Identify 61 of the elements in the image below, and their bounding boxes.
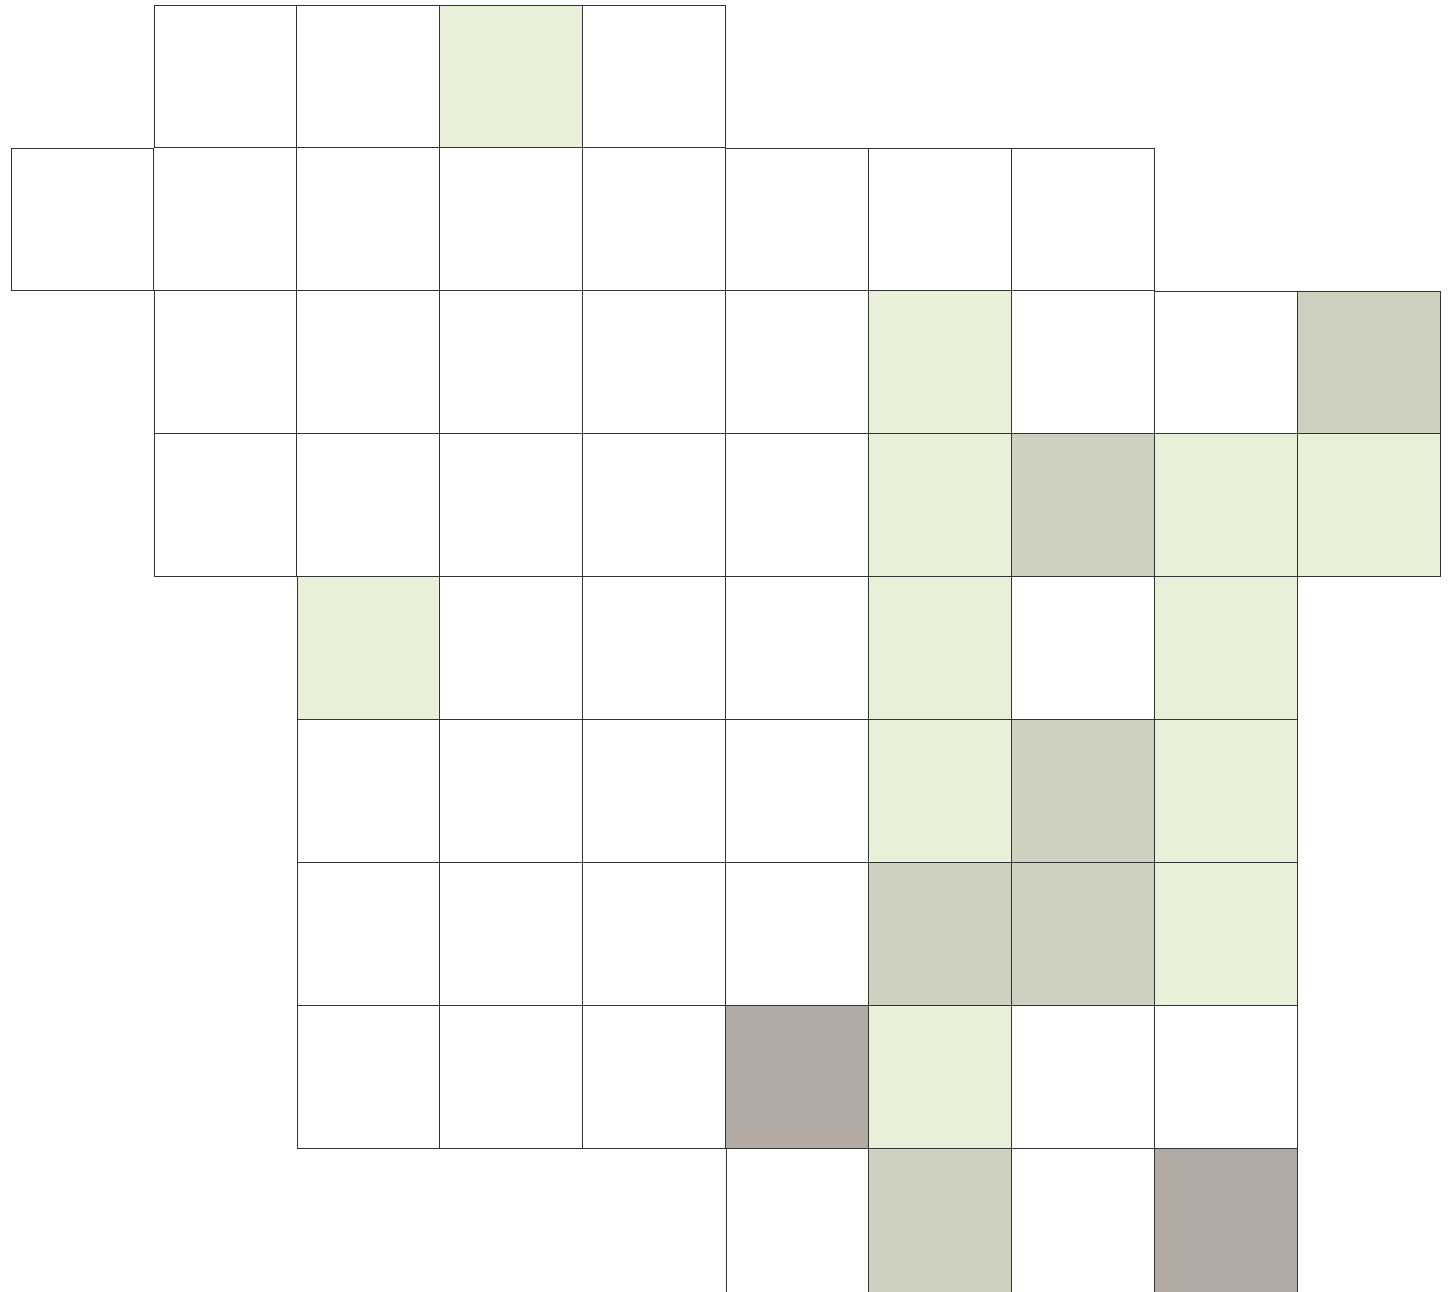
grid-square <box>1155 863 1298 1006</box>
grid-square <box>1155 720 1298 863</box>
grid-square <box>440 148 583 291</box>
grid-square <box>1298 434 1441 577</box>
grid-square <box>869 1149 1012 1292</box>
grid-square <box>726 291 869 434</box>
grid-square <box>1012 148 1155 291</box>
grid-square <box>583 720 726 863</box>
grid-square <box>154 5 297 148</box>
grid-square <box>297 1006 440 1149</box>
grid-square <box>726 720 869 863</box>
grid-square <box>1155 291 1298 434</box>
grid-square <box>869 577 1012 720</box>
grid-square <box>1012 863 1155 1006</box>
grid-square <box>726 434 869 577</box>
grid-square <box>583 148 726 291</box>
grid-square <box>1012 291 1155 434</box>
grid-square <box>726 863 869 1006</box>
grid-square <box>1155 1006 1298 1149</box>
grid-square <box>726 1149 869 1292</box>
grid-square <box>1012 720 1155 863</box>
grid-square <box>297 148 440 291</box>
grid-square <box>154 434 297 577</box>
grid-square <box>869 720 1012 863</box>
grid-square <box>726 577 869 720</box>
grid-square <box>297 577 440 720</box>
grid-square <box>869 1006 1012 1149</box>
grid-square <box>440 5 583 148</box>
grid-square <box>1012 577 1155 720</box>
grid-square <box>583 577 726 720</box>
grid-square <box>869 291 1012 434</box>
grid-square <box>440 720 583 863</box>
grid-square <box>869 148 1012 291</box>
grid-square <box>1155 1149 1298 1292</box>
grid-square <box>726 148 869 291</box>
grid-square <box>1155 577 1298 720</box>
grid-square <box>1298 291 1441 434</box>
grid-square <box>869 863 1012 1006</box>
grid-square <box>440 577 583 720</box>
grid-square <box>440 1006 583 1149</box>
grid-square <box>583 863 726 1006</box>
grid-square <box>297 5 440 148</box>
grid-square <box>440 863 583 1006</box>
grid-square <box>869 434 1012 577</box>
grid-square <box>297 434 440 577</box>
grid-square <box>297 863 440 1006</box>
grid-square <box>297 291 440 434</box>
grid-square <box>583 5 726 148</box>
grid-square <box>154 291 297 434</box>
grid-square <box>1155 434 1298 577</box>
grid-square <box>583 1006 726 1149</box>
grid-square <box>297 720 440 863</box>
grid-square <box>1012 434 1155 577</box>
grid-square <box>11 148 154 291</box>
grid-square <box>440 291 583 434</box>
grid-square <box>583 291 726 434</box>
grid-square <box>440 434 583 577</box>
grid-square <box>1012 1006 1155 1149</box>
grid-square <box>726 1006 869 1149</box>
grid-square <box>583 434 726 577</box>
grid-square <box>154 148 297 291</box>
